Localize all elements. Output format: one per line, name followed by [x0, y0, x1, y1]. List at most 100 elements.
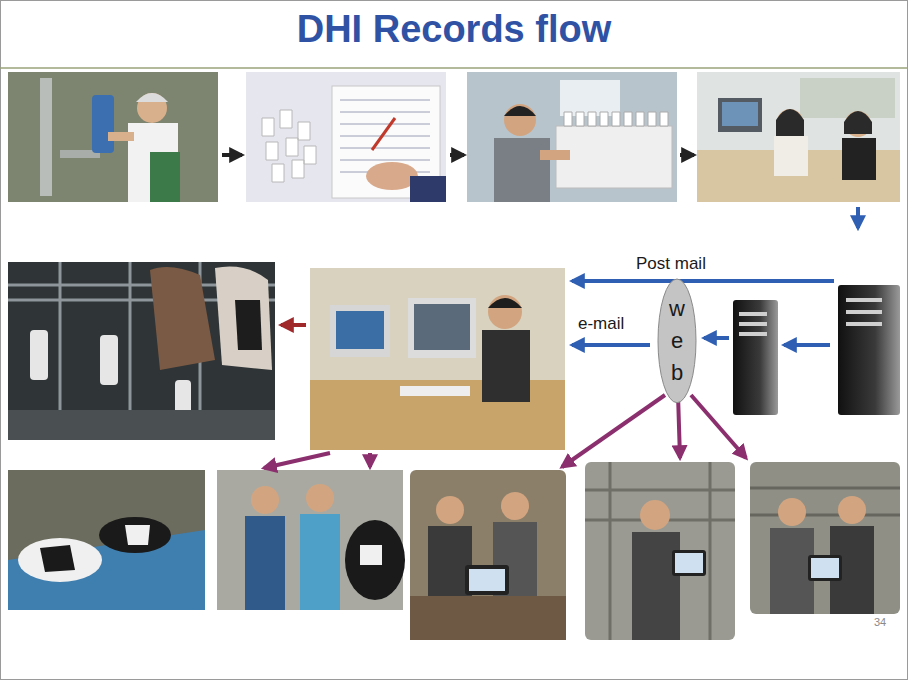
cow	[215, 267, 272, 371]
screen	[722, 102, 758, 126]
pen	[372, 118, 395, 150]
cow-patch	[40, 545, 75, 572]
flow-arrow	[222, 153, 242, 157]
person-head	[777, 109, 803, 135]
person-head	[845, 111, 871, 137]
photo-ground	[8, 470, 205, 610]
edge-label: e-mail	[578, 314, 624, 334]
server-body	[838, 285, 900, 415]
flow-arrow	[281, 323, 306, 327]
tablet-screen	[811, 558, 839, 578]
photo-ground	[310, 268, 565, 450]
cow	[345, 520, 405, 600]
apron	[300, 514, 340, 610]
cow-patch	[360, 545, 382, 565]
server-large	[838, 285, 900, 415]
edge-label: Post mail	[636, 254, 706, 274]
tablet-screen	[675, 553, 703, 573]
person-head	[640, 500, 670, 530]
flow-arrow	[368, 453, 372, 467]
oval-shape	[658, 279, 696, 403]
flow-arrow	[691, 395, 746, 458]
cow	[150, 267, 215, 370]
flow-arrow	[704, 336, 729, 340]
person-head	[838, 496, 866, 524]
flow-arrows	[222, 155, 858, 468]
cow	[99, 517, 171, 553]
pipes	[8, 262, 275, 440]
person-head	[778, 498, 806, 526]
hair	[488, 298, 522, 308]
web-oval: web	[657, 278, 697, 404]
photo-ground	[8, 72, 218, 202]
photo-barn	[8, 470, 205, 610]
sofa	[410, 596, 566, 640]
photo-office	[697, 72, 900, 202]
floor	[8, 410, 275, 440]
person-head	[488, 295, 522, 329]
apron	[150, 152, 180, 202]
flow-arrow	[784, 343, 830, 347]
photo-ground	[246, 72, 446, 202]
flow-arrow	[572, 279, 834, 283]
cow	[18, 538, 102, 582]
person-head	[306, 484, 334, 512]
barn-rails	[585, 462, 735, 640]
photo-ground	[750, 462, 900, 614]
node-text: web	[666, 293, 688, 389]
milk-jar	[30, 330, 48, 380]
flow-arrow	[678, 395, 680, 458]
flow-arrow	[856, 207, 860, 228]
photo-ground	[8, 262, 275, 440]
tablet	[808, 555, 842, 581]
person-head	[504, 104, 536, 136]
window	[560, 80, 620, 116]
shirt	[774, 136, 808, 176]
flow-arrow	[450, 153, 464, 157]
drive-bays	[739, 314, 767, 334]
monitor	[330, 305, 390, 357]
shirt	[482, 330, 530, 402]
sleeve	[410, 176, 446, 202]
sample-bottles	[564, 112, 668, 126]
shirt	[842, 138, 876, 180]
title-rule	[0, 67, 908, 69]
person-head	[436, 496, 464, 524]
photo-tablet-2	[585, 462, 735, 640]
slide-title: DHI Records flow	[0, 8, 908, 51]
photo-sampling	[8, 72, 218, 202]
page-number: 34	[874, 616, 886, 628]
sample-bottles	[262, 110, 316, 182]
server-small	[733, 300, 778, 415]
person-head	[501, 492, 529, 520]
arm	[108, 132, 134, 141]
photo-parlour	[8, 262, 275, 440]
person-head	[251, 486, 279, 514]
tablet	[672, 550, 706, 576]
cow-patch	[235, 300, 262, 350]
photo-farm-computer	[310, 268, 565, 450]
drive-bays	[846, 300, 882, 324]
flow-arrow	[680, 153, 694, 157]
photo-tablet-3	[750, 462, 900, 614]
person-head	[137, 93, 167, 123]
photo-ground	[467, 72, 677, 202]
photo-farmers	[217, 470, 405, 610]
barn-rails	[750, 488, 900, 515]
shirt	[494, 138, 550, 202]
monitor	[408, 298, 476, 358]
tablet-screen	[469, 569, 505, 591]
photo-ground	[697, 72, 900, 202]
screen	[414, 304, 470, 350]
shirt	[245, 516, 285, 610]
photo-ground	[410, 470, 566, 640]
screen	[336, 311, 384, 349]
keyboard	[400, 386, 470, 396]
photo-ground	[585, 462, 735, 640]
milk-jar	[100, 335, 118, 385]
flow-arrow	[572, 343, 650, 347]
hair	[776, 109, 804, 136]
server-body	[733, 300, 778, 415]
